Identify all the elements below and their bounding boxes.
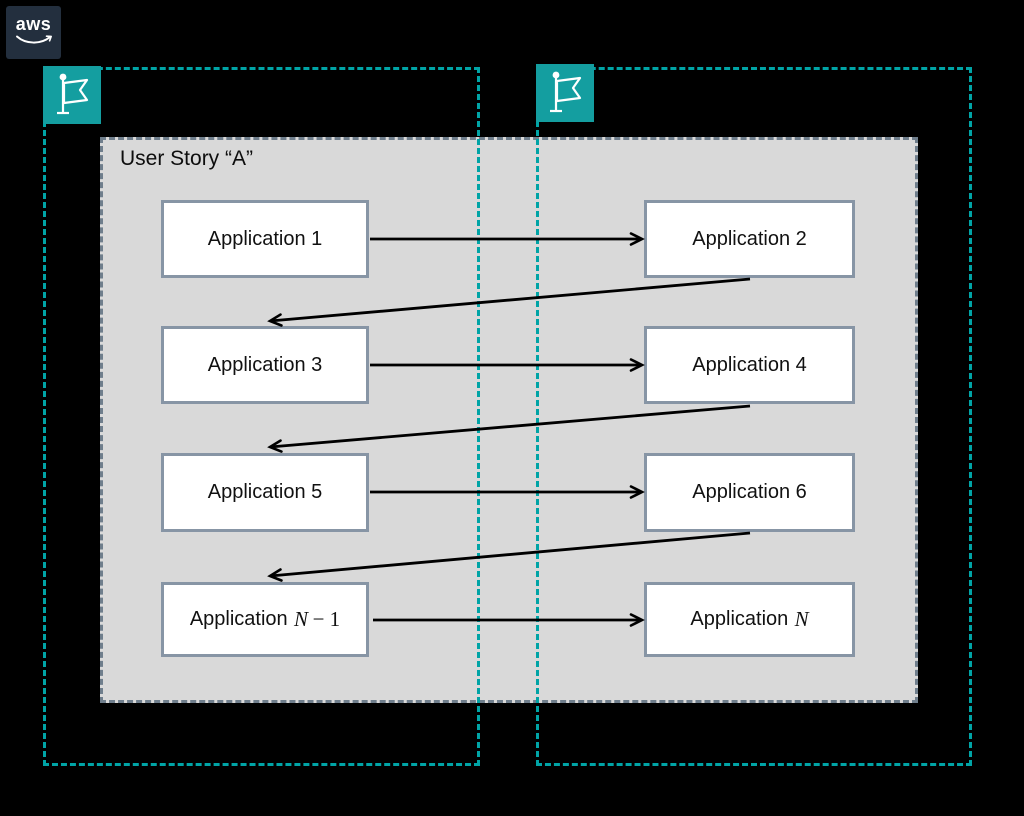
app-box-2: Application 2 bbox=[644, 200, 855, 278]
flag-icon bbox=[536, 64, 594, 122]
aws-logo: aws bbox=[6, 6, 61, 59]
app-label-math: N bbox=[794, 607, 809, 631]
app-box-1: Application 1 bbox=[161, 200, 369, 278]
app-label-math: N bbox=[293, 607, 308, 631]
app-label: Application 3 bbox=[207, 353, 323, 376]
app-label: Application 6 bbox=[692, 481, 807, 503]
aws-logo-text: aws bbox=[15, 14, 52, 34]
app-label: Application 4 bbox=[692, 353, 807, 376]
aws-smile-icon bbox=[15, 35, 52, 44]
app-label: Application 1 bbox=[207, 227, 323, 250]
flag-icon bbox=[43, 66, 101, 124]
app-label: Application bbox=[690, 608, 789, 630]
app-box-3: Application 3 bbox=[161, 326, 369, 404]
app-label: Application 2 bbox=[692, 227, 807, 250]
app-box-4: Application 4 bbox=[644, 326, 855, 404]
app-box-6: Application 6 bbox=[644, 453, 855, 532]
app-label: Application bbox=[189, 608, 288, 630]
app-box-5: Application 5 bbox=[161, 453, 369, 532]
app-label-math-rest: − 1 bbox=[312, 607, 341, 631]
user-story-title: User Story “A” bbox=[120, 147, 254, 170]
app-label: Application 5 bbox=[207, 481, 323, 503]
